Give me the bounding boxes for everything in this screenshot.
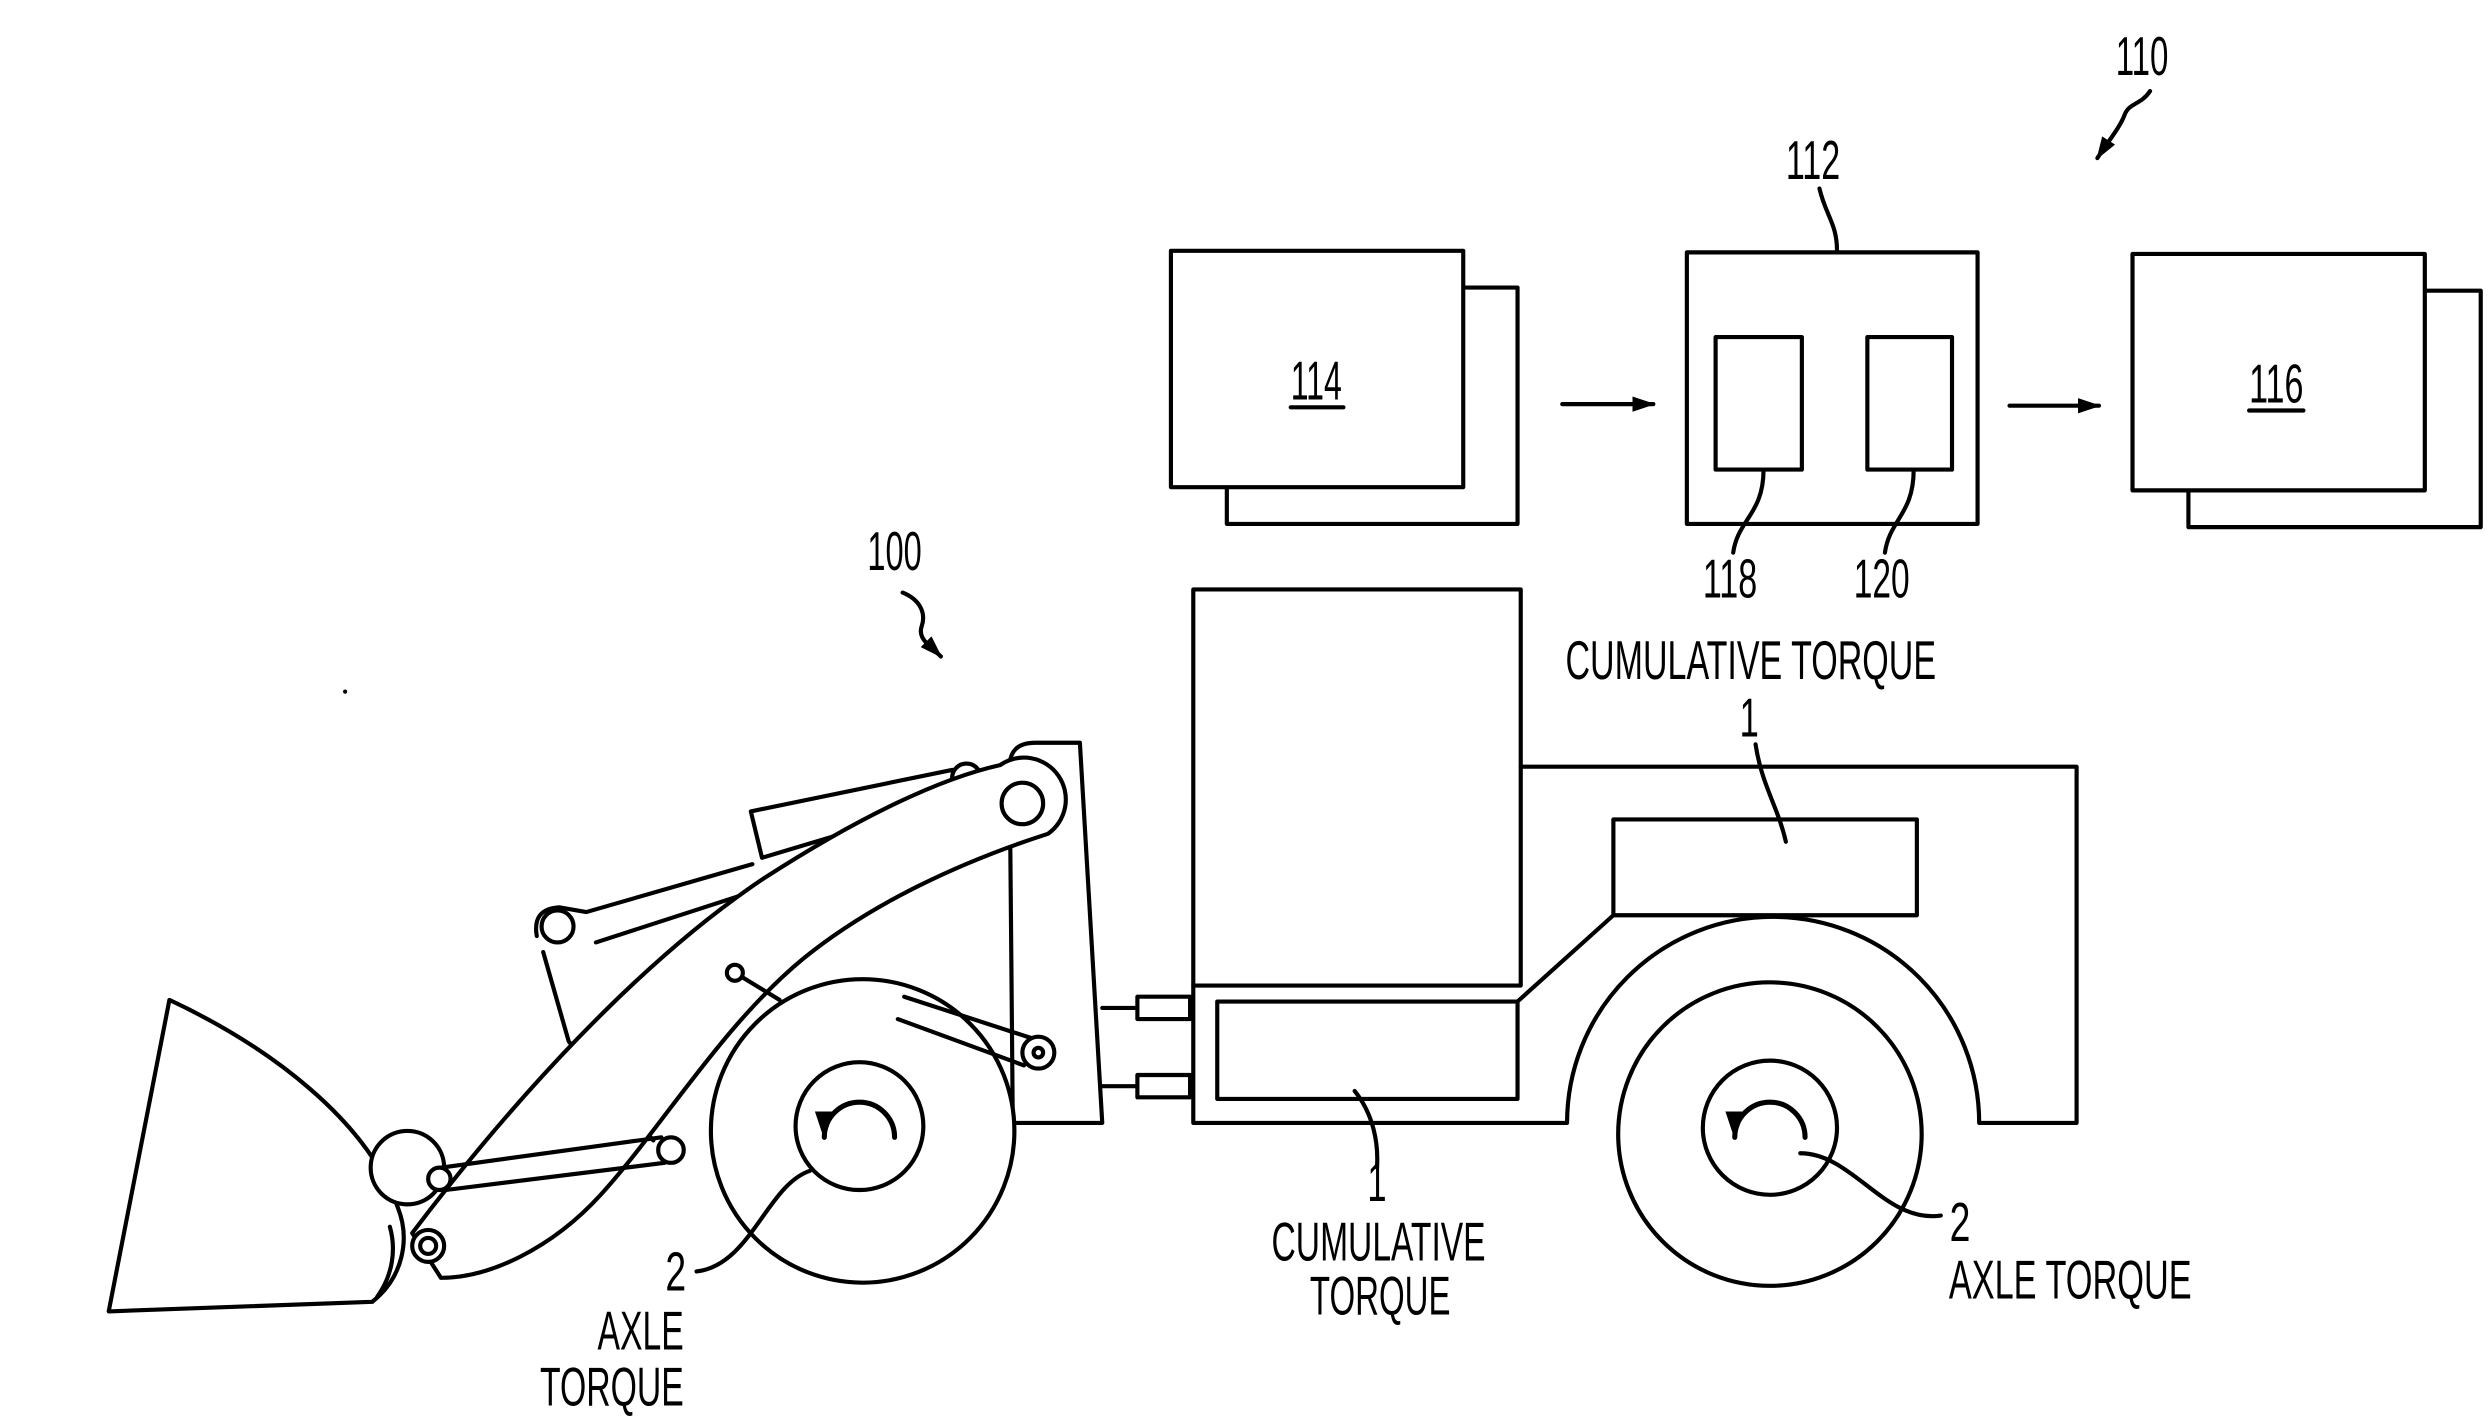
lift-cylinder-pivot-pin [1034,1048,1044,1058]
hitch-lower-pin [1137,1075,1190,1097]
output-ref-label: 116 [2249,354,2303,415]
bell-crank-pivot [542,910,574,942]
bucket-shell [109,1000,404,1311]
hitch-upper-pin [1137,997,1190,1019]
block-diagram: 110 112 114 116 118 120 [1171,26,2481,609]
input-block [1171,251,1518,524]
module-b-box [1867,337,1952,470]
processor-ref-label: 112 [1786,130,1840,191]
machine-ref-label: 100 [867,521,921,582]
tilt-link-bucket-pivot [428,1168,450,1190]
rear-hub [1703,1061,1837,1195]
rear-axle-index: 2 [1950,1192,1971,1253]
front-axle-line2: TORQUE [540,1357,684,1418]
module-b-ref-label: 120 [1854,548,1910,609]
module-a-ref-label: 118 [1703,548,1757,609]
rear-wheel [1618,982,1921,1285]
lift-arm-top-pivot [1002,783,1044,825]
front-wheel [711,979,1014,1282]
bucket [109,1000,404,1311]
front-hub [796,1062,924,1190]
front-axle-line1: AXLE [597,1301,683,1362]
system-ref-arrow [2097,91,2150,158]
lift-arm-pin [727,965,743,981]
wheel-loader: 100 CUMULATIVE TORQUE 1 1 CUMULATIVE TOR… [109,521,2192,1417]
machine-ref-arrow [903,593,941,657]
output-block [2133,254,2481,527]
module-a-box [1716,337,1802,470]
lower-cumulative-line2: TORQUE [1310,1266,1451,1327]
input-ref-label: 114 [1291,350,1342,411]
upper-cumulative-title: CUMULATIVE TORQUE [1565,630,1936,691]
front-axle-index: 2 [665,1242,686,1303]
system-ref-label: 110 [2116,26,2169,87]
lift-arm-bucket-pivot-pin [420,1238,436,1254]
cab [1193,589,1520,985]
transmission-box [1217,1002,1517,1099]
rear-axle-title: AXLE TORQUE [1949,1250,2192,1311]
lower-cumulative-index: 1 [1367,1152,1386,1213]
tilt-link-rear-pivot [658,1137,684,1163]
upper-cumulative-index: 1 [1740,687,1759,748]
lower-cumulative-line1: CUMULATIVE [1272,1211,1486,1272]
stray-dot [343,690,347,694]
processor-ref-leader [1819,188,1837,250]
engine-box [1613,819,1916,915]
processor-block [1687,188,1978,552]
engine-to-transmission-line [1518,915,1614,1001]
articulation-hitch [1102,997,1190,1098]
